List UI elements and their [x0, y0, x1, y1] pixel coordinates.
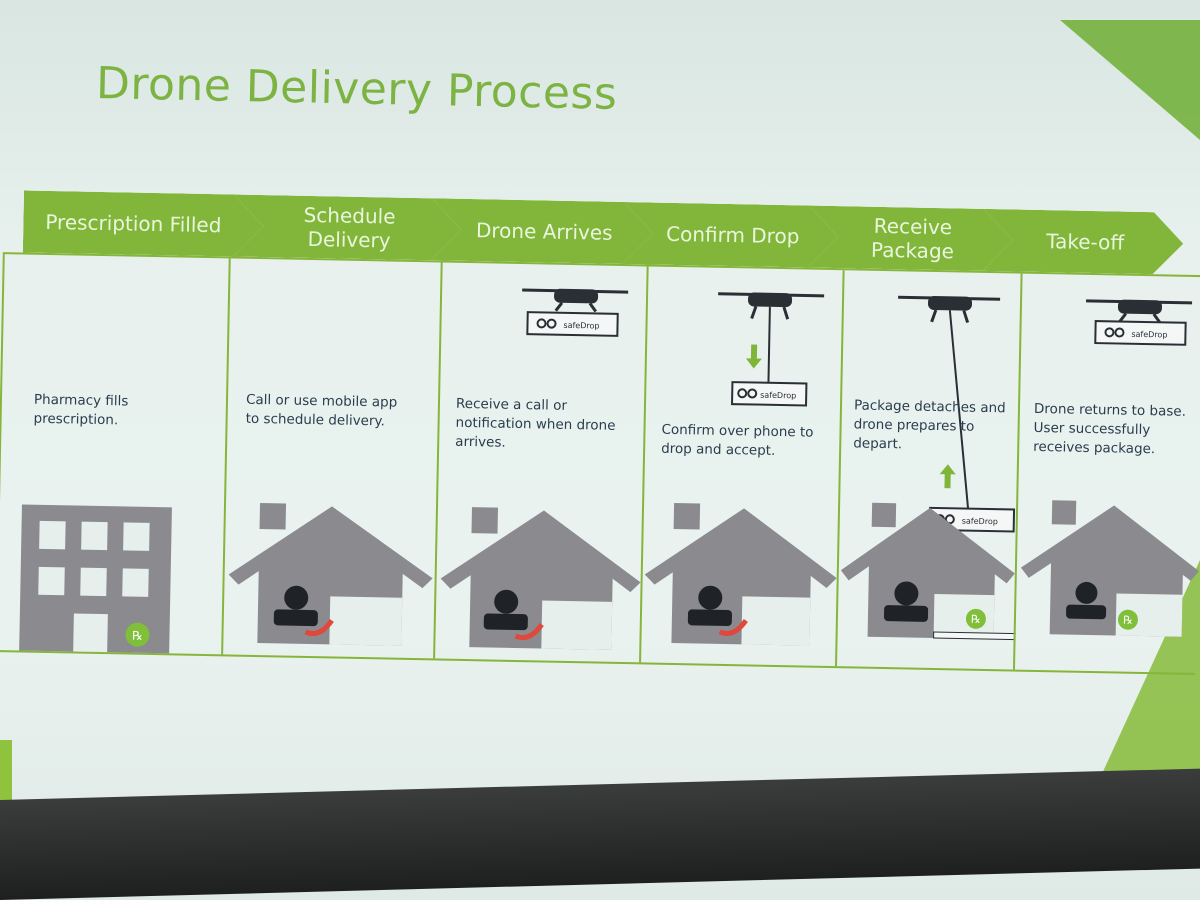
step-header-2: Schedule Delivery: [233, 194, 462, 260]
package-detached-icon: safeDrop ℞: [840, 295, 1019, 641]
house-with-phone-icon: [228, 503, 433, 646]
step-header-1: Prescription Filled: [23, 190, 264, 257]
step-header-4: Confirm Drop: [623, 202, 839, 268]
step-panel-1: Pharmacy fills prescription. ℞: [0, 254, 229, 655]
step-description: Package detaches and drone prepares to d…: [853, 397, 1006, 453]
step-header-5: Receive Package: [808, 206, 1014, 272]
step-panel-6: Drone returns to base. User successfully…: [1012, 273, 1200, 674]
step-panel-3: Receive a call or notification when dron…: [433, 262, 647, 663]
step-panels: Pharmacy fills prescription. ℞ Call or u…: [0, 252, 1200, 676]
step-panel-5: safeDrop ℞ Package detaches and drone pr…: [835, 270, 1021, 670]
drone-with-package-icon: safeDrop: [440, 288, 641, 650]
screen-bottom-edge: [0, 768, 1200, 900]
slide-title: Drone Delivery Process: [95, 58, 618, 120]
svg-text:safeDrop: safeDrop: [962, 517, 998, 527]
drone-returning-icon: safeDrop ℞: [1020, 299, 1199, 637]
process-diagram: Prescription Filled Schedule Delivery Dr…: [0, 190, 1200, 683]
svg-text:safeDrop: safeDrop: [563, 321, 599, 331]
svg-text:safeDrop: safeDrop: [760, 391, 796, 401]
step-panel-2: Call or use mobile app to schedule deliv…: [221, 258, 441, 659]
drone-lowering-package-icon: safeDrop: [644, 292, 837, 646]
step-panel-4: Confirm over phone to drop and accept. s…: [639, 266, 843, 667]
svg-text:safeDrop: safeDrop: [1131, 330, 1167, 340]
svg-text:℞: ℞: [971, 613, 981, 626]
svg-text:℞: ℞: [1123, 614, 1133, 627]
step-header-3: Drone Arrives: [431, 198, 654, 264]
step-header-6: Take-off: [983, 209, 1184, 275]
decorative-corner-top: [1060, 20, 1200, 140]
pharmacy-building-icon: ℞: [19, 504, 172, 655]
svg-text:℞: ℞: [132, 629, 143, 643]
